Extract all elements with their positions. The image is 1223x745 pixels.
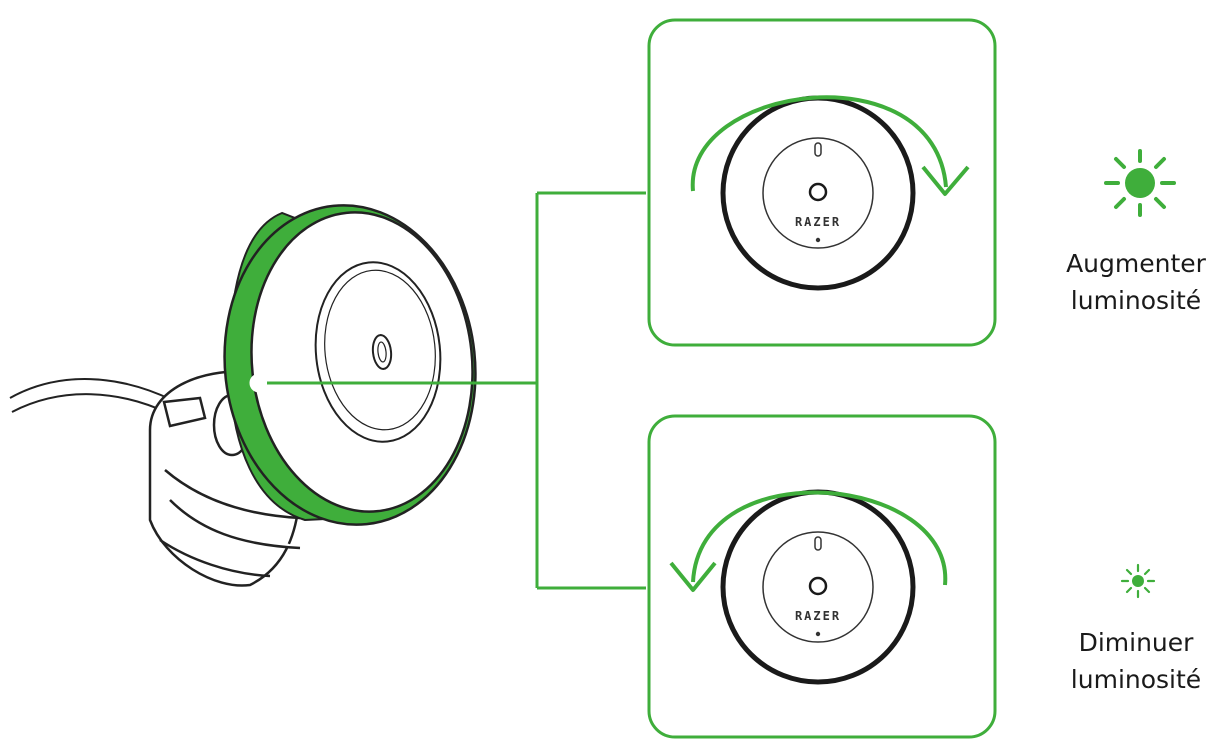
increase-label-line1: Augmenter bbox=[1066, 249, 1206, 278]
decrease-brightness-label: Diminuer luminosité bbox=[1046, 624, 1223, 698]
panel-clockwise: RAZER bbox=[647, 18, 997, 347]
power-cable bbox=[9, 378, 173, 401]
knob: RAZER bbox=[720, 489, 916, 685]
arrowhead-counterclockwise bbox=[669, 561, 717, 592]
arrow-clockwise bbox=[690, 95, 948, 192]
panel-counterclockwise: RAZER bbox=[647, 414, 997, 739]
callout-connector bbox=[267, 191, 646, 590]
brand-label: RAZER bbox=[795, 609, 841, 623]
sun-icon-large bbox=[1104, 149, 1176, 217]
decrease-label-line2: luminosité bbox=[1070, 665, 1202, 694]
ring-light-device bbox=[9, 204, 477, 587]
brand-label: RAZER bbox=[795, 215, 841, 229]
arrowhead-clockwise bbox=[921, 165, 970, 196]
sun-icon-small bbox=[1120, 563, 1156, 599]
arrow-counterclockwise bbox=[691, 490, 948, 586]
knob: RAZER bbox=[720, 95, 916, 291]
increase-label-line2: luminosité bbox=[1070, 286, 1202, 315]
decrease-label-line1: Diminuer bbox=[1078, 628, 1194, 657]
callout-marker bbox=[249, 373, 269, 393]
device-front-face bbox=[250, 211, 474, 513]
power-cable bbox=[11, 393, 171, 415]
increase-brightness-label: Augmenter luminosité bbox=[1046, 245, 1223, 319]
